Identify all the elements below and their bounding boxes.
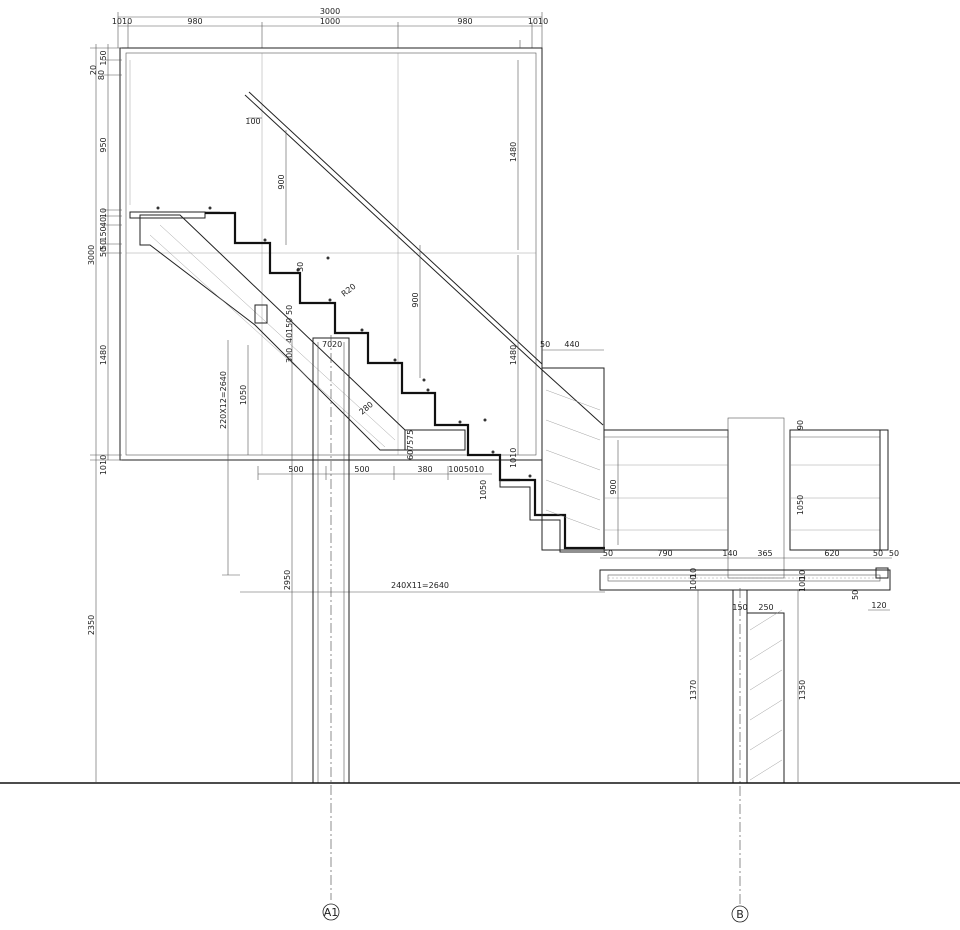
dim-mid-10: 10 [474, 465, 484, 474]
dim-mid-100: 100 [448, 465, 463, 474]
dim-40: 40 [285, 333, 294, 343]
dim-landing-50: 50 [540, 340, 550, 349]
step-bolts [156, 206, 532, 478]
dim-plat-50a: 50 [603, 549, 613, 558]
dim-left-40: 40 [99, 217, 108, 227]
dim-2950: 2950 [283, 570, 292, 590]
dim-slab-100: 100 [689, 575, 698, 590]
dim-300: 300 [285, 348, 294, 363]
dim-rail-900b: 900 [411, 292, 420, 307]
left-dimension-chain: 20 80 150 950 10 40 150 50 50 3000 1480 … [87, 44, 122, 782]
dim-left-80: 80 [97, 70, 106, 80]
dim-left-50a: 50 [99, 240, 108, 250]
column-a1 [312, 335, 350, 900]
dim-slab-10b: 10 [798, 570, 807, 580]
axis-a1-label: A1 [324, 906, 339, 919]
dim-plat-365: 365 [757, 549, 772, 558]
dim-left-150b: 150 [99, 226, 108, 241]
dim-col-150: 150 [732, 603, 747, 612]
dim-980-left: 980 [187, 17, 202, 26]
axis-b-label: B [736, 908, 744, 921]
dim-col-1350: 1350 [798, 680, 807, 700]
dim-1000: 1000 [320, 17, 340, 26]
dim-60: 60 [406, 450, 415, 460]
dim-left-10: 10 [99, 208, 108, 218]
axis-a1-bubble: A1 [322, 903, 340, 921]
mid-dimension-chain: 500 500 380 100 50 10 240X11=2640 [222, 465, 605, 593]
dim-150: 150 [285, 318, 294, 333]
stringer-dimensions: 30 R20 50 150 40 300 70 20 280 75 75 60 … [219, 262, 518, 782]
stair-steps-upper [205, 211, 605, 553]
dim-280: 280 [358, 400, 375, 417]
dim-left-150: 150 [99, 50, 108, 65]
dim-plat-620: 620 [824, 549, 839, 558]
dim-r20: R20 [340, 282, 358, 299]
dim-left-1010: 1010 [99, 455, 108, 475]
dim-right-1480b: 1480 [509, 345, 518, 365]
dim-50-stair: 50 [479, 480, 488, 490]
top-dimension-chain: 3000 1010 980 1000 980 1010 [112, 7, 548, 48]
dim-left-950: 950 [99, 137, 108, 152]
dim-plat-140: 140 [722, 549, 737, 558]
dim-1010-right: 1010 [528, 17, 548, 26]
dim-left-50b: 50 [99, 247, 108, 257]
dim-slab-50: 50 [851, 590, 860, 600]
dim-left-20: 20 [89, 65, 98, 75]
dim-mid-500a: 500 [288, 465, 303, 474]
dim-1050-left: 1050 [239, 385, 248, 405]
dim-75a: 75 [406, 430, 415, 440]
dim-rail-100: 100 [245, 117, 260, 126]
axis-b-bubble: B [731, 905, 749, 923]
dim-1010-stair: 1010 [509, 448, 518, 468]
dim-guard-1050: 1050 [796, 495, 805, 515]
dim-rise-total: 220X12=2640 [219, 371, 228, 429]
handrail: 100 900 900 1480 1480 [244, 60, 604, 455]
dim-30: 30 [296, 262, 305, 272]
column-b: 150 250 1370 1350 [689, 588, 807, 905]
dim-slab-100b: 100 [798, 577, 807, 592]
dim-left-3000: 3000 [87, 245, 96, 265]
dim-980-right: 980 [457, 17, 472, 26]
dim-plat-790: 790 [657, 549, 672, 558]
dim-slab-10: 10 [689, 568, 698, 578]
dim-plat-50b: 50 [873, 549, 883, 558]
platform-guard: 900 90 1050 [603, 417, 889, 579]
dim-left-1480: 1480 [99, 345, 108, 365]
dim-mid-380: 380 [417, 465, 432, 474]
dim-slab-120: 120 [871, 601, 886, 610]
dim-10-stair: 10 [479, 490, 488, 500]
dim-70: 70 [322, 340, 332, 349]
platform-slab: 50 790 140 365 620 50 50 10 100 10 100 5… [599, 549, 899, 611]
dim-mid-50: 50 [464, 465, 474, 474]
dim-guard-900: 900 [609, 479, 618, 494]
dim-overall-width: 3000 [320, 7, 340, 16]
landing-railing: 50 440 [540, 340, 605, 551]
dim-mid-500b: 500 [354, 465, 369, 474]
dim-1010-left: 1010 [112, 17, 132, 26]
dim-plat-50c: 50 [889, 549, 899, 558]
glass-panel [119, 40, 543, 461]
dim-landing-440: 440 [564, 340, 579, 349]
dim-left-2350: 2350 [87, 615, 96, 635]
dim-rail-900a: 900 [277, 174, 286, 189]
dim-guard-90: 90 [796, 420, 805, 430]
dim-20: 20 [332, 340, 342, 349]
dim-right-1480a: 1480 [509, 142, 518, 162]
dim-run-total: 240X11=2640 [391, 581, 449, 590]
dim-75b: 75 [406, 440, 415, 450]
dim-col-1370: 1370 [689, 680, 698, 700]
dim-50: 50 [285, 305, 294, 315]
stair-stringer [129, 211, 466, 451]
dim-col-250: 250 [758, 603, 773, 612]
